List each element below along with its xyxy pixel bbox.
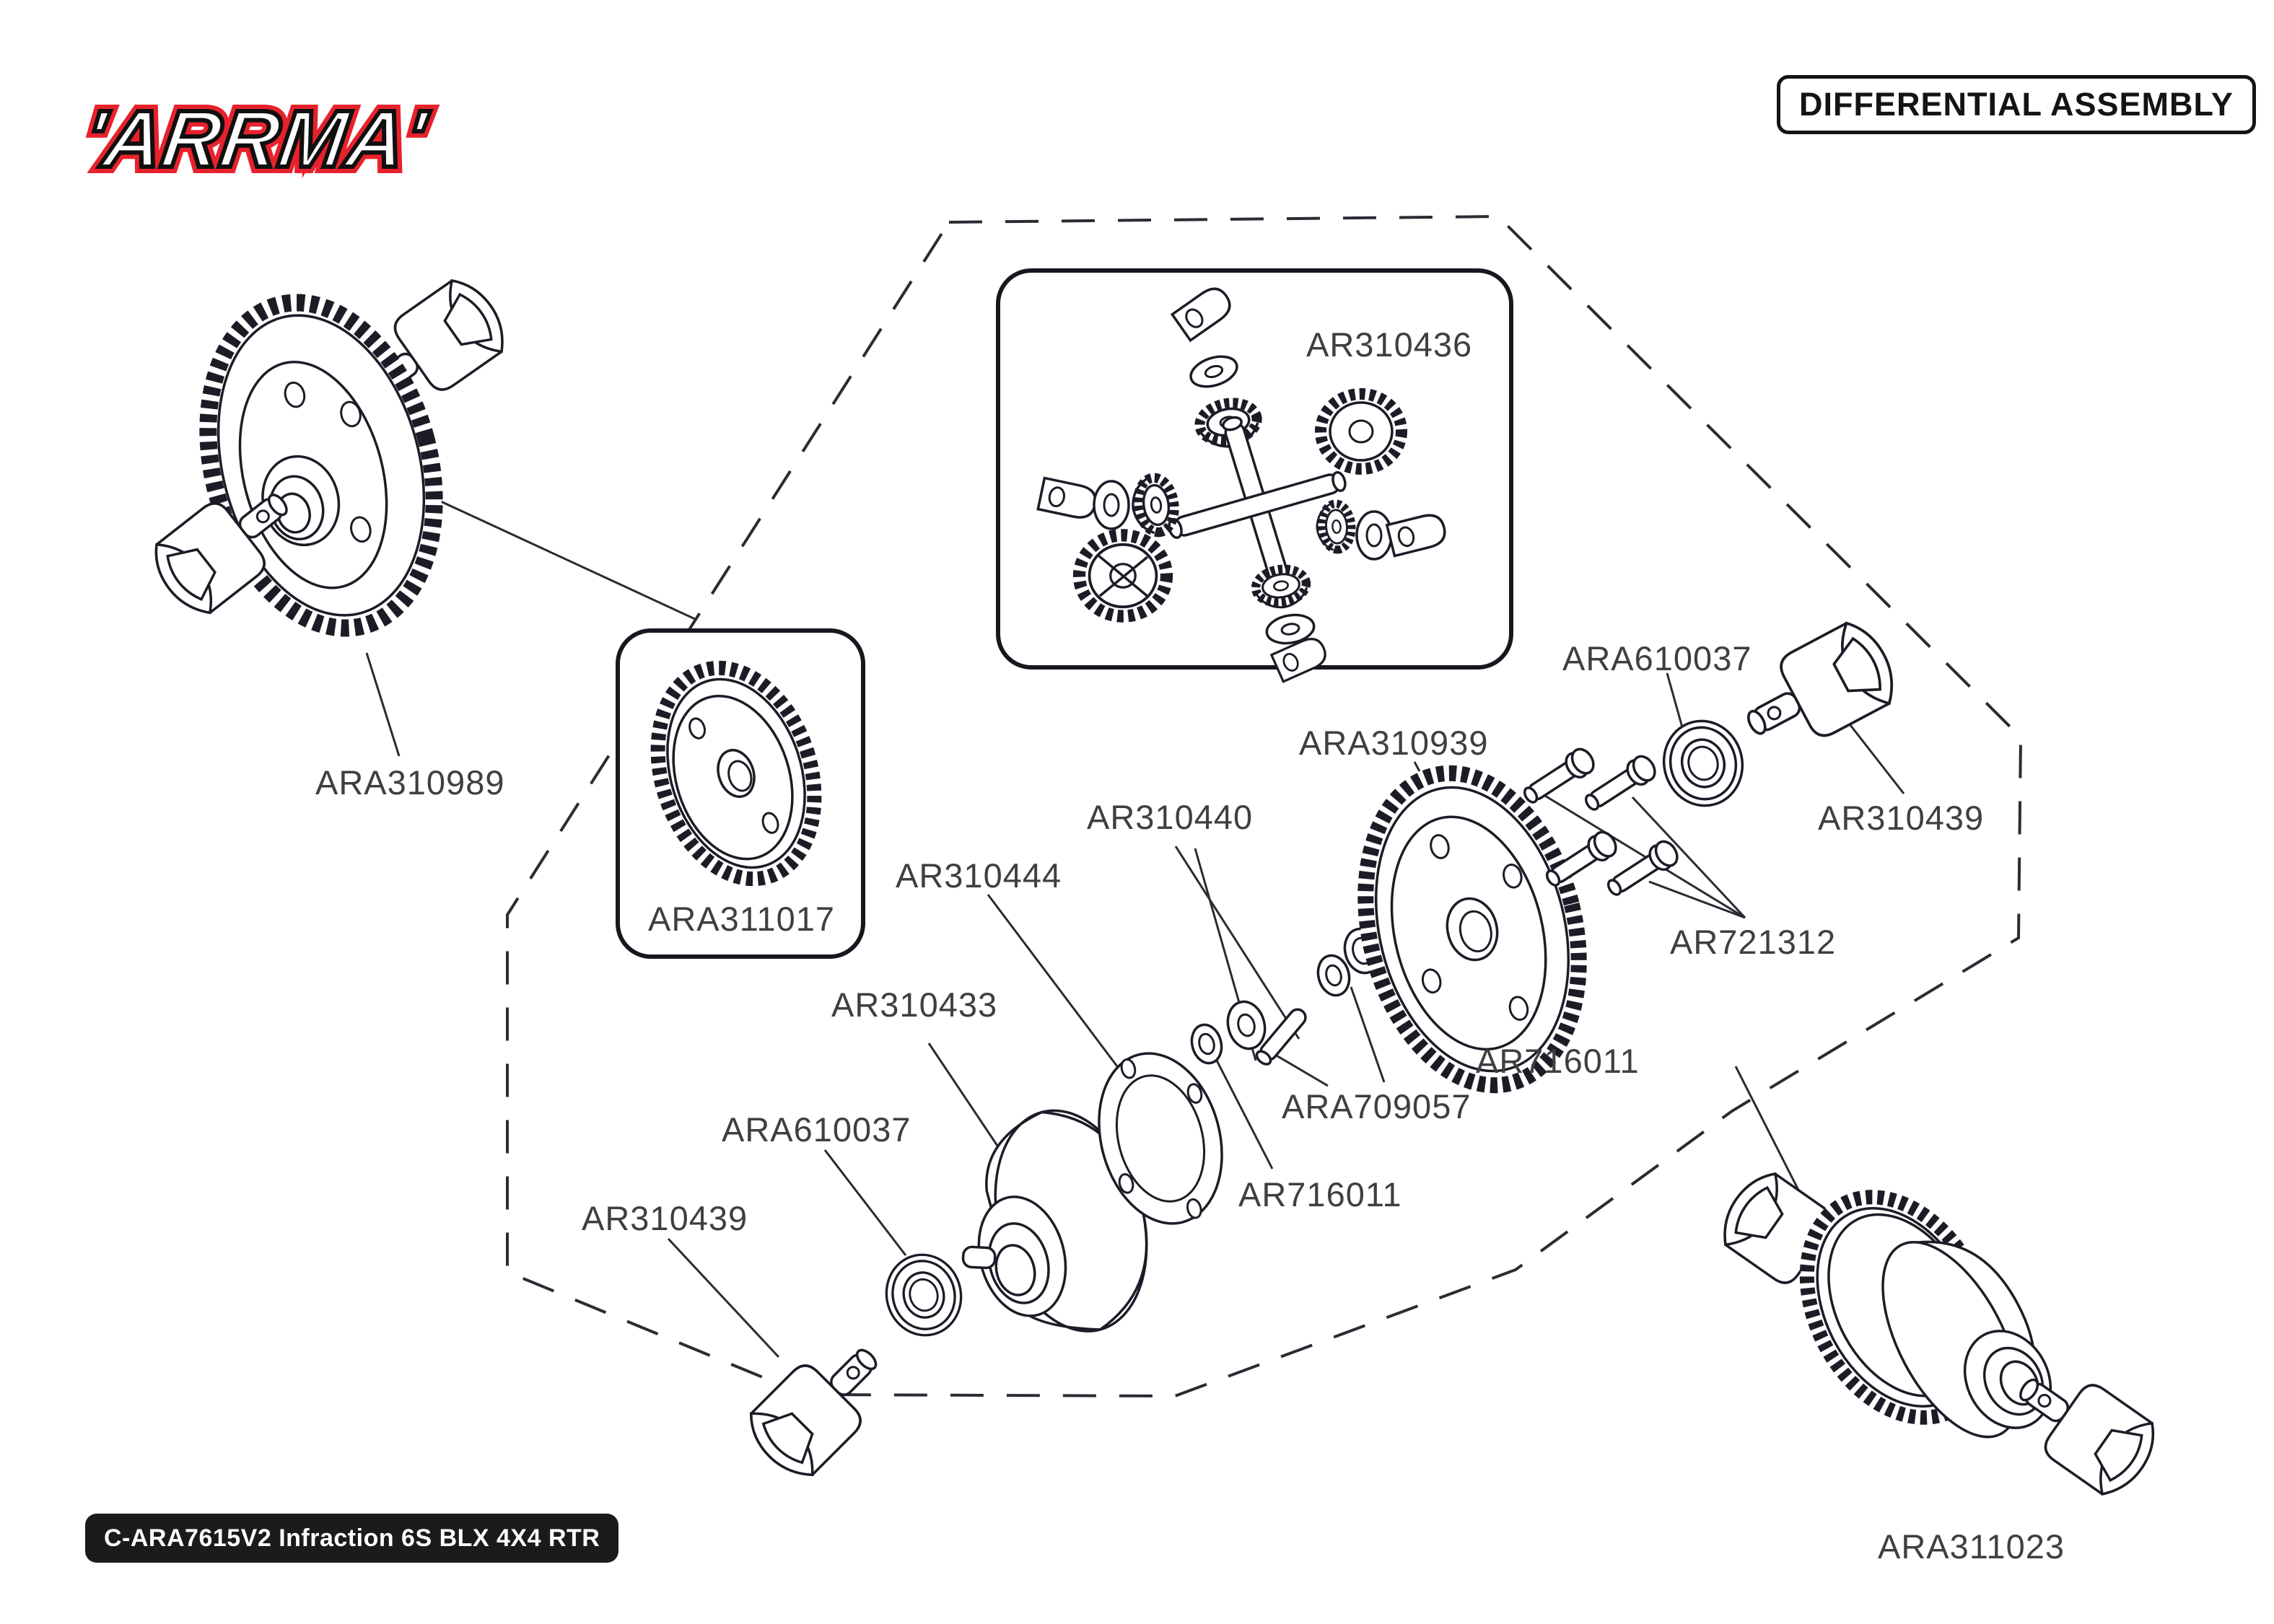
assembly-boundary-outline xyxy=(506,214,2023,1398)
part-label-ar716011-lower: AR716011 xyxy=(1238,1175,1402,1213)
part-label-ara311023: ARA311023 xyxy=(1878,1527,2065,1566)
part-label-ar310439-left: AR310439 xyxy=(582,1199,748,1237)
page-title: DIFFERENTIAL ASSEMBLY xyxy=(1777,75,2256,134)
outdrive-right xyxy=(1729,615,1905,765)
part-label-ar310440: AR310440 xyxy=(1087,798,1254,836)
group-box-ara311017 xyxy=(616,628,865,959)
arrma-logo-text: 'ARRMA' xyxy=(76,92,433,186)
spur-gear-ara310939 xyxy=(1357,764,1587,1094)
part-label-ara610037-right: ARA610037 xyxy=(1562,639,1752,677)
washer-small xyxy=(1190,1023,1223,1065)
shim-washer-2 xyxy=(1316,954,1351,997)
diff-pin-ar310440 xyxy=(1255,1008,1307,1066)
part-label-ara709057: ARA709057 xyxy=(1282,1087,1471,1125)
bearing-right xyxy=(1653,711,1754,816)
model-code-badge: C-ARA7615V2 Infraction 6S BLX 4X4 RTR xyxy=(85,1514,619,1563)
part-label-ar721312: AR721312 xyxy=(1670,923,1837,961)
bearing-left xyxy=(876,1245,971,1346)
part-label-ar310436: AR310436 xyxy=(1306,325,1473,364)
part-label-ar716011-upper: AR716011 xyxy=(1476,1042,1640,1080)
part-label-ara310989: ARA310989 xyxy=(315,763,505,802)
shim-washer xyxy=(1226,1000,1267,1050)
gasket-ar310444 xyxy=(1098,1052,1223,1225)
left-exploded-chain xyxy=(738,927,1382,1488)
part-label-ar310444: AR310444 xyxy=(896,856,1062,895)
part-label-ara310939: ARA310939 xyxy=(1299,724,1489,762)
assembly-drawing-ara310989 xyxy=(141,267,515,637)
leader-lines xyxy=(365,496,1905,1359)
assembly-drawing-ara311023 xyxy=(1710,1162,2166,1504)
group-box-ar310436 xyxy=(996,268,1513,683)
part-label-ar310433: AR310433 xyxy=(831,986,998,1024)
part-label-ar310439-right: AR310439 xyxy=(1818,799,1985,837)
part-label-ara610037-left: ARA610037 xyxy=(722,1110,911,1149)
part-label-ara311017: ARA311017 xyxy=(648,900,835,938)
outdrive-left xyxy=(738,1322,904,1488)
